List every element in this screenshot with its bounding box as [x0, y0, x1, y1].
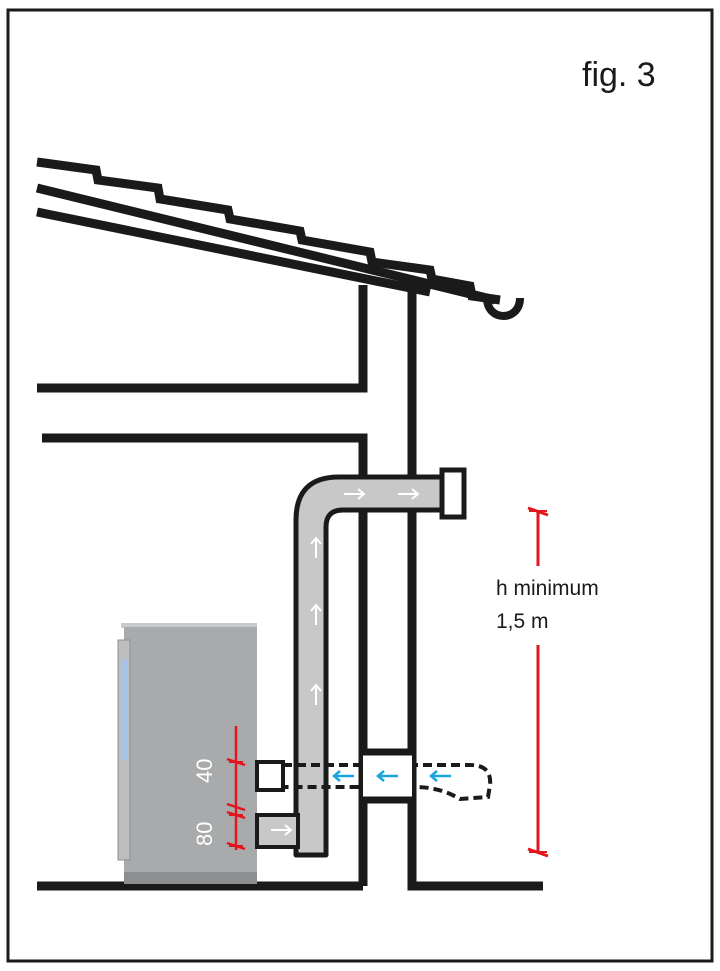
arrow-left-icon [429, 770, 451, 782]
arrow-right-icon [344, 488, 366, 500]
stove-glass [122, 660, 127, 760]
dimension-40: 40 [192, 759, 217, 783]
roof [35, 157, 501, 305]
roof-batten [35, 183, 497, 305]
arrow-up-icon [310, 603, 322, 625]
arrow-left-icon [332, 770, 354, 782]
gutter [483, 297, 524, 320]
arrow-right-icon [271, 824, 293, 836]
exhaust-arrows [271, 488, 420, 836]
figure-frame [6, 8, 714, 963]
flue-terminal [439, 467, 467, 520]
intake-arrows [332, 770, 451, 782]
arrow-up-icon [310, 536, 322, 558]
arrow-up-icon [310, 683, 322, 705]
outlet-dimensions [226, 726, 246, 851]
stove-base [124, 872, 257, 884]
arrow-right-icon [398, 488, 420, 500]
roof-tiles [36, 157, 501, 305]
ceiling [42, 433, 368, 886]
roof-rafter [36, 207, 431, 297]
height-label-line2: 1,5 m [496, 610, 549, 633]
height-label-line1: h minimum [496, 577, 599, 600]
arrow-left-icon [376, 770, 398, 782]
figure-label: fig. 3 [582, 56, 656, 94]
air-intake-inlet [255, 760, 285, 792]
stove-top [121, 623, 257, 628]
dimension-80: 80 [192, 822, 217, 846]
upper-floor [37, 285, 368, 393]
air-intake [255, 748, 493, 804]
height-dimension [527, 506, 549, 858]
air-intake-duct [283, 763, 493, 802]
